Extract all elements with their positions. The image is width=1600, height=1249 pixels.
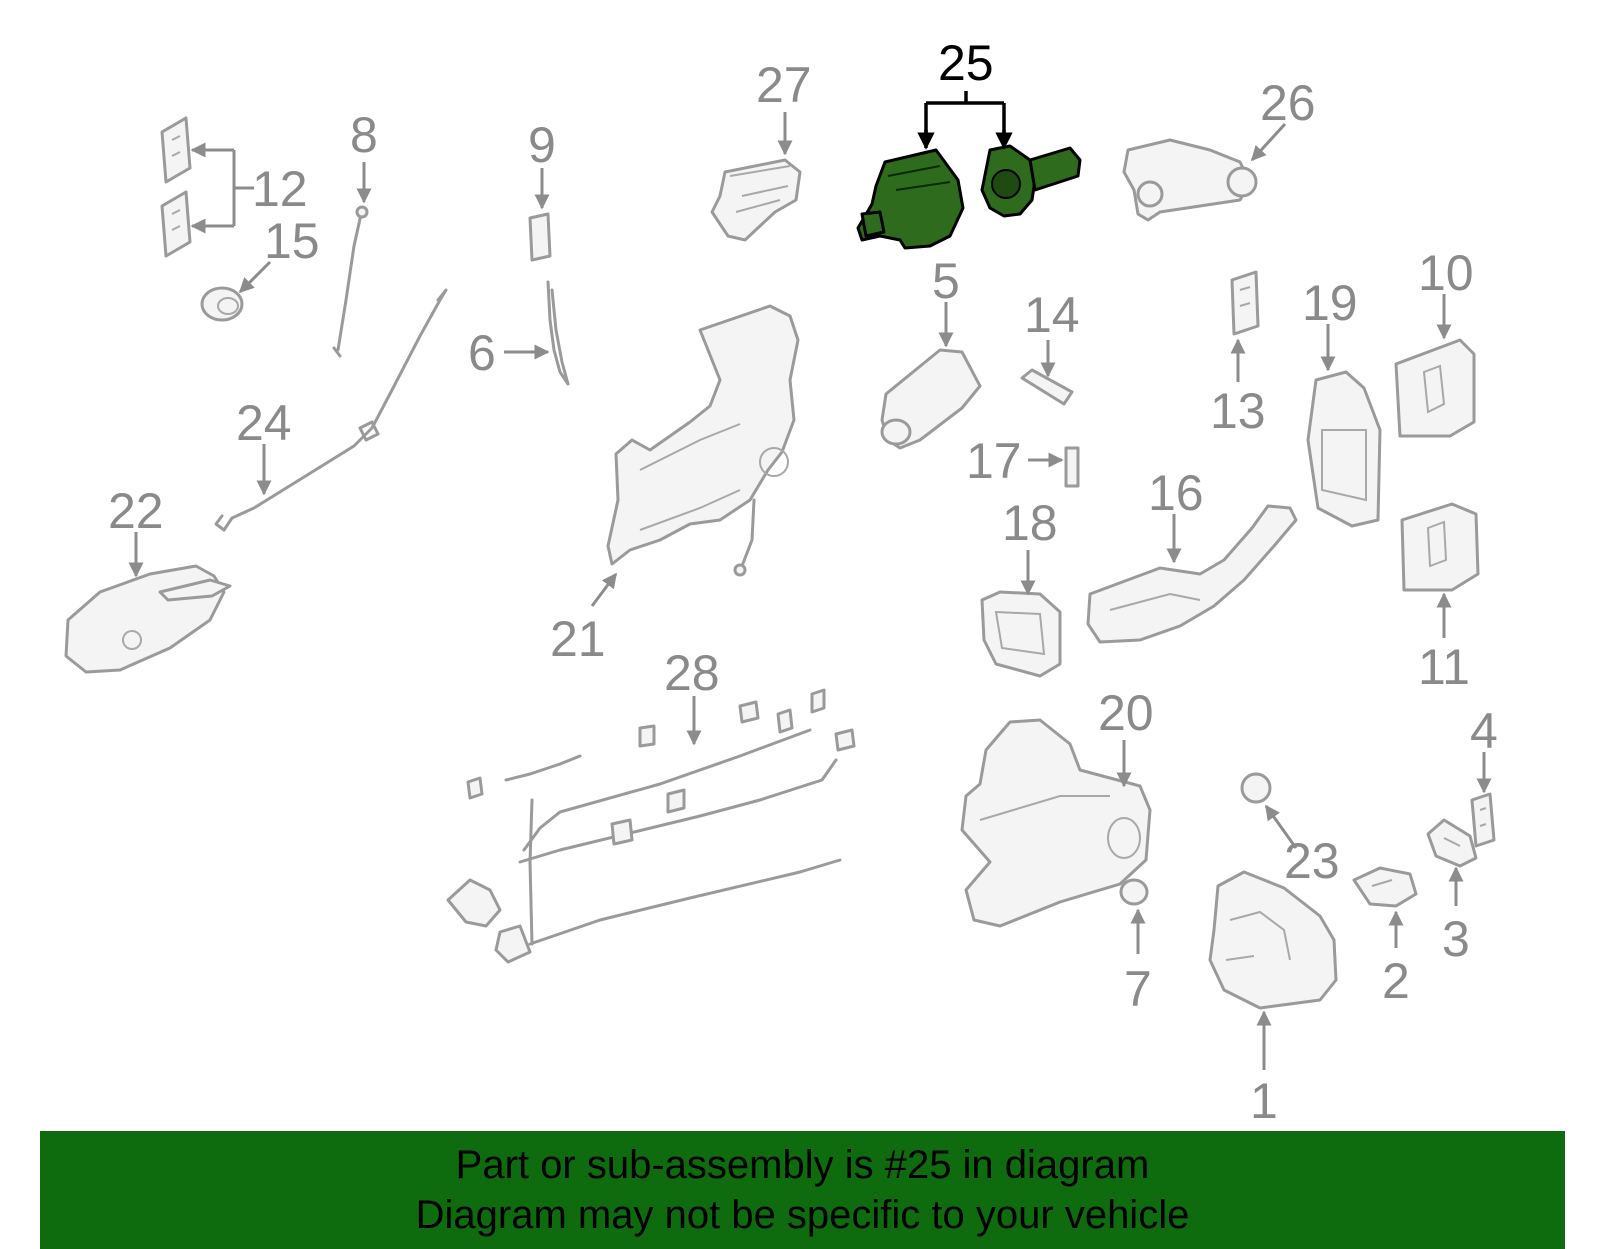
- part-1-door-latch[interactable]: [1208, 870, 1338, 1010]
- part-26-lock-bracket[interactable]: [1122, 138, 1258, 222]
- part-20-outside-handle-assembly[interactable]: [960, 718, 1152, 928]
- callout-2: 2: [1382, 953, 1410, 1009]
- part-25-lock-cylinder-left[interactable]: [856, 148, 965, 250]
- part-11-hinge-lower[interactable]: [1400, 502, 1480, 592]
- callout-26: 26: [1260, 75, 1316, 131]
- banner-line-1: Part or sub-assembly is #25 in diagram: [455, 1143, 1150, 1187]
- callout-20: 20: [1098, 685, 1154, 741]
- callout-19: 19: [1302, 275, 1358, 331]
- callout-3: 3: [1442, 911, 1470, 967]
- callout-16: 16: [1148, 465, 1204, 521]
- callout-13: 13: [1210, 383, 1266, 439]
- leader-12: [194, 148, 254, 228]
- part-6-rod[interactable]: [546, 280, 570, 386]
- callout-4: 4: [1470, 703, 1498, 759]
- part-23-grommet[interactable]: [1240, 772, 1272, 804]
- part-12-bracket-lower[interactable]: [160, 190, 192, 258]
- leader-21: [590, 572, 618, 607]
- callout-11: 11: [1418, 639, 1470, 695]
- callout-27: 27: [756, 57, 812, 113]
- part-18-handle-cup[interactable]: [980, 590, 1062, 678]
- callout-1: 1: [1250, 1073, 1278, 1129]
- leader-26: [1250, 122, 1287, 162]
- callout-15: 15: [264, 213, 320, 269]
- part-4-shim[interactable]: [1470, 792, 1496, 848]
- part-28-wiring-harness[interactable]: [446, 688, 856, 964]
- callout-24: 24: [236, 395, 292, 451]
- part-21-module-carrier[interactable]: [606, 304, 800, 577]
- callout-10: 10: [1418, 245, 1474, 301]
- part-14-pin[interactable]: [1020, 368, 1074, 406]
- part-10-hinge-upper[interactable]: [1394, 338, 1476, 438]
- callout-25: 25: [938, 35, 994, 91]
- callout-18: 18: [1002, 495, 1058, 551]
- part-17-screw[interactable]: [1064, 446, 1080, 488]
- part-8-lock-rod[interactable]: [332, 205, 369, 358]
- part-19-handle-bezel[interactable]: [1306, 370, 1382, 528]
- part-5-cylinder-cover[interactable]: [880, 348, 982, 450]
- callout-21: 21: [550, 611, 606, 667]
- part-13-bracket[interactable]: [1230, 270, 1260, 336]
- callout-17: 17: [966, 433, 1022, 489]
- callout-9: 9: [528, 117, 556, 173]
- part-15-grommet[interactable]: [200, 286, 244, 322]
- part-16-outside-handle[interactable]: [1086, 504, 1298, 644]
- leader-15: [238, 260, 272, 294]
- part-3-striker-plate[interactable]: [1426, 818, 1478, 868]
- part-25-leader: [917, 91, 1013, 150]
- part-25-lock-cylinder-right[interactable]: [980, 144, 1082, 218]
- callout-8: 8: [350, 107, 378, 163]
- callout-6: 6: [468, 325, 496, 381]
- part-24-cable[interactable]: [214, 288, 448, 532]
- info-banner: Part or sub-assembly is #25 in diagram D…: [40, 1131, 1565, 1249]
- callout-7: 7: [1124, 961, 1152, 1017]
- callout-28: 28: [664, 645, 720, 701]
- callout-22: 22: [108, 483, 164, 539]
- callout-23: 23: [1284, 833, 1340, 889]
- part-2-striker[interactable]: [1352, 866, 1418, 908]
- callout-12: 12: [252, 161, 308, 217]
- part-7-plug[interactable]: [1119, 878, 1149, 906]
- part-22-inside-handle[interactable]: [64, 564, 232, 674]
- banner-line-2: Diagram may not be specific to your vehi…: [415, 1193, 1190, 1237]
- callout-5: 5: [932, 253, 960, 309]
- part-27-lock-housing[interactable]: [710, 158, 802, 242]
- leader-23: [1264, 804, 1298, 849]
- part-9-clip[interactable]: [528, 212, 552, 262]
- part-12-bracket-upper[interactable]: [160, 116, 192, 184]
- callout-14: 14: [1024, 287, 1080, 343]
